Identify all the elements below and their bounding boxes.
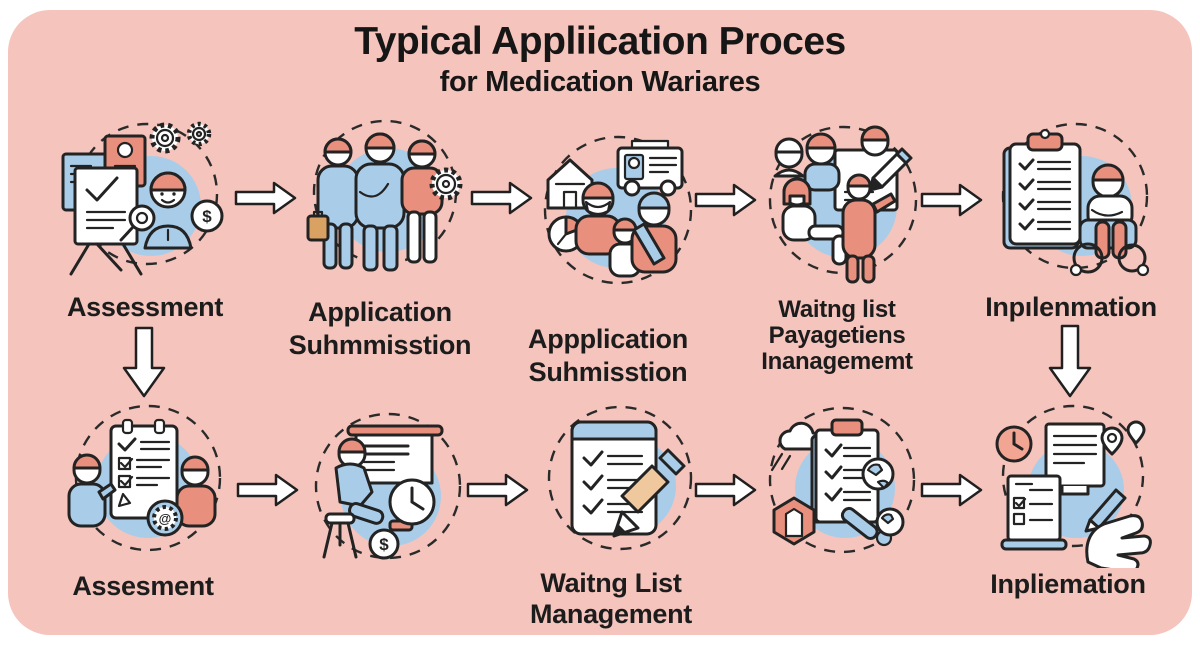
flow-arrow-down xyxy=(122,326,166,398)
step-label-implementation-1: Inpılenmation xyxy=(951,291,1191,324)
flow-arrow-right xyxy=(694,473,757,507)
label-line: Assessment xyxy=(66,292,224,322)
step-label-application-submission-2: Appplication Suhmisstion xyxy=(488,323,728,389)
step-label-assessment-2: Assesment xyxy=(23,570,263,603)
step-label-waiting-list-1: Waitng list Payagetiens Inanagememt xyxy=(717,297,957,375)
label-line: Inpliemation xyxy=(990,569,1146,599)
at-symbol: @ xyxy=(159,511,172,526)
assessment-analysis-icon: $ xyxy=(61,121,224,276)
dollar-symbol: $ xyxy=(379,535,389,554)
step-label-implementation-2: Inpliemation xyxy=(948,568,1188,601)
clipboard-research-icon xyxy=(768,406,916,554)
notepad-pencil-icon xyxy=(547,405,693,551)
checklist-wheelchair-icon xyxy=(1001,122,1150,277)
page-subtitle: for Medication Wariares xyxy=(439,66,761,98)
step-label-waiting-list-2: Waitng List Management xyxy=(491,568,731,630)
flow-arrow-right xyxy=(920,183,983,217)
label-line: Management xyxy=(529,599,693,629)
label-line: Waitng list xyxy=(778,296,896,323)
presenter-clock-money-icon: $ xyxy=(314,412,462,560)
infographic-panel: Typical Appliication Proces for Medicati… xyxy=(8,10,1192,635)
label-line: Assesment xyxy=(72,571,214,601)
flow-arrow-right xyxy=(466,473,529,507)
step-label-application-submission-1: Application Suhmmisstion xyxy=(260,296,500,362)
label-line: Application xyxy=(308,297,452,327)
label-line: Waitng List xyxy=(540,568,682,598)
family-home-transport-icon xyxy=(543,135,693,285)
label-line: Inanagememt xyxy=(761,348,913,375)
step-label-assessment: Assessment xyxy=(25,291,265,324)
hand-signing-documents-icon xyxy=(995,404,1152,568)
flow-arrow-down xyxy=(1048,324,1092,398)
team-whiteboard-icon xyxy=(768,125,918,284)
flow-arrow-right xyxy=(470,181,533,215)
dollar-symbol: $ xyxy=(202,207,212,226)
label-line: Suhmisstion xyxy=(528,357,688,387)
flow-arrow-right xyxy=(920,473,983,507)
label-line: Payagetiens xyxy=(768,322,906,349)
applicant-group-gear-icon xyxy=(306,119,463,272)
flow-arrow-right xyxy=(694,183,757,217)
flow-arrow-right xyxy=(236,473,299,507)
checklist-discussion-icon: @ xyxy=(67,404,222,552)
flow-arrow-right xyxy=(234,181,297,215)
label-line: Inpılenmation xyxy=(985,292,1157,322)
page-title: Typical Appliication Proces xyxy=(354,20,846,63)
label-line: Suhmmisstion xyxy=(288,330,472,360)
label-line: Appplication xyxy=(528,324,688,354)
